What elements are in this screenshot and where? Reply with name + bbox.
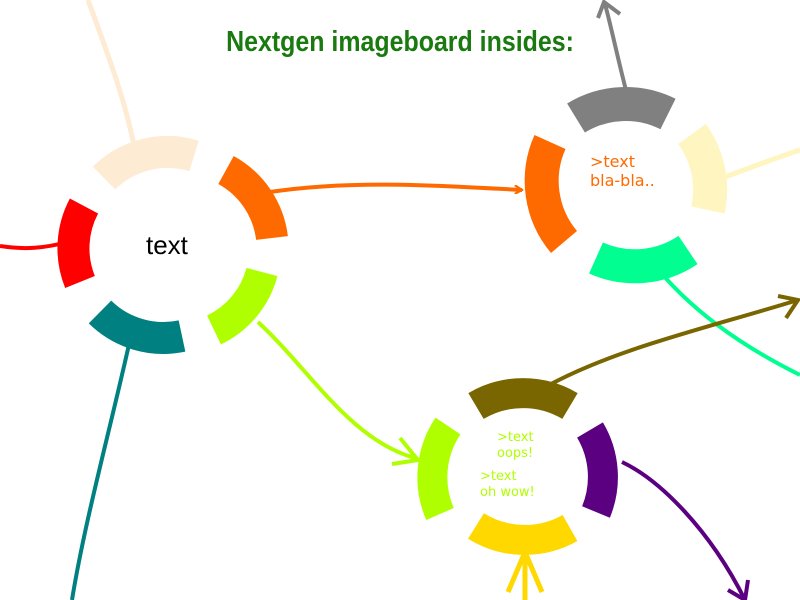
segment-yellow	[468, 513, 578, 555]
connector-purple	[621, 460, 747, 600]
body-line: oops!	[497, 445, 534, 461]
node-reply-2-ring	[417, 378, 618, 555]
segment-lime	[206, 267, 278, 345]
connector-teal	[70, 339, 132, 600]
segment-orange	[217, 155, 288, 241]
body-line: oh wow!	[480, 484, 535, 500]
node-main-ring	[57, 136, 288, 354]
segment-purple	[576, 422, 618, 518]
segment-olive	[468, 378, 578, 420]
body-line: bla-bla..	[590, 171, 655, 191]
arrowhead-gray	[596, 0, 622, 19]
connector-olive	[539, 298, 799, 392]
connector-cream	[721, 147, 800, 181]
segment-cream	[677, 124, 728, 214]
connector-orange	[269, 182, 522, 192]
node-main-text: text	[146, 230, 188, 260]
connector-lime	[256, 320, 416, 460]
arrowhead-olive	[777, 294, 800, 320]
node-reply-2-text-a: >text oops!	[497, 430, 534, 461]
node-reply-2-text-b: >text oh wow!	[480, 469, 535, 500]
segment-teal	[88, 300, 186, 354]
connector-gray	[603, 3, 630, 99]
segment-orange-left	[524, 135, 578, 253]
arrowhead-purple	[726, 579, 750, 600]
quote-line: >text	[590, 152, 635, 171]
quote-line: >text	[497, 430, 534, 445]
connector-mint	[650, 260, 800, 377]
segment-lime-left	[417, 417, 461, 520]
diagram-title: Nextgen imageboard insides:	[226, 26, 574, 58]
segment-gray	[567, 87, 676, 133]
connector-peach	[85, 0, 138, 151]
segment-red	[57, 198, 99, 288]
node-reply-1-ring	[524, 87, 728, 284]
segment-mint	[589, 235, 698, 284]
segment-peach	[92, 136, 199, 190]
quote-line: >text	[480, 469, 517, 484]
arrowhead-lime	[391, 436, 422, 466]
node-reply-1-text: >text bla-bla..	[590, 152, 655, 190]
